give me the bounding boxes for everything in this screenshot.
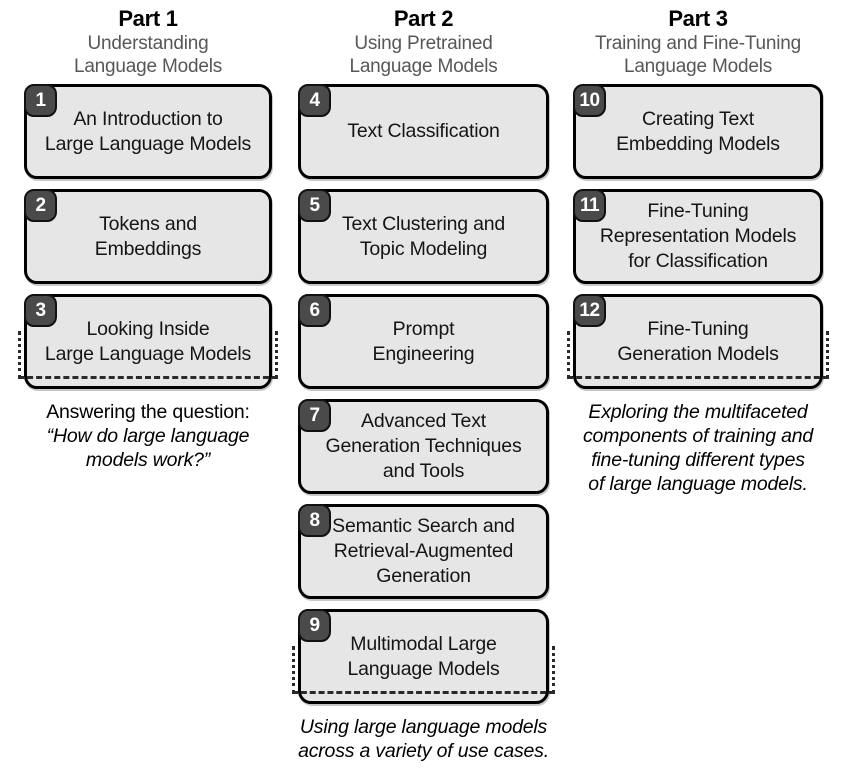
chapter-box-9[interactable]: 9 Multimodal Large Language Models — [298, 609, 549, 704]
chapter-number-badge-3: 3 — [24, 294, 57, 327]
chapter-number-badge-9: 9 — [298, 609, 331, 642]
part-caption-2-line-2: across a variety of use cases. — [298, 740, 549, 762]
chapter-title-8: Semantic Search and Retrieval-Augmented … — [332, 515, 515, 587]
chapter-box-4[interactable]: 4 Text Classification — [298, 84, 549, 179]
chapter-box-2[interactable]: 2 Tokens and Embeddings — [24, 189, 272, 284]
part-column-3: Part 3 Training and Fine-Tuning Language… — [567, 0, 829, 496]
part-caption-3: Exploring the multifaceted components of… — [573, 400, 823, 496]
chapter-title-5: Text Clustering and Topic Modeling — [341, 212, 506, 260]
chapter-title-9: Multimodal Large Language Models — [347, 632, 500, 680]
part-column-2: Part 2 Using Pretrained Language Models … — [292, 0, 555, 763]
part-caption-1: Answering the question: “How do large la… — [24, 400, 272, 472]
chapter-title-3: Looking Inside Large Language Models — [44, 317, 252, 365]
chapter-number-badge-10: 10 — [573, 84, 606, 117]
chapter-box-5[interactable]: 5 Text Clustering and Topic Modeling — [298, 189, 549, 284]
chapter-title-6: Prompt Engineering — [372, 317, 475, 365]
chapter-box-10[interactable]: 10 Creating Text Embedding Models — [573, 84, 823, 179]
chapter-box-7[interactable]: 7 Advanced Text Generation Techniques an… — [298, 399, 549, 494]
part-heading-3: Part 3 Training and Fine-Tuning Language… — [573, 0, 823, 78]
part-caption-1-line-2: “How do large language — [46, 425, 250, 447]
chapter-list-3: 10 Creating Text Embedding Models 11 Fin… — [567, 84, 829, 389]
part-caption-3-line-4: of large language models. — [588, 473, 808, 495]
part-subtitle-1-line-1: Understanding — [87, 33, 209, 54]
chapter-box-1[interactable]: 1 An Introduction to Large Language Mode… — [24, 84, 272, 179]
part-subtitle-2-line-2: Language Models — [349, 56, 498, 77]
part-caption-3-line-3: fine-tuning different types — [591, 449, 805, 471]
chapter-number-badge-5: 5 — [298, 189, 331, 222]
part-caption-2-line-1: Using large language models — [299, 716, 548, 738]
chapter-list-1: 1 An Introduction to Large Language Mode… — [18, 84, 278, 389]
chapter-list-2: 4 Text Classification 5 Text Clustering … — [292, 84, 555, 704]
chapter-number-badge-4: 4 — [298, 84, 331, 117]
part-column-1: Part 1 Understanding Language Models 1 A… — [18, 0, 278, 472]
part-heading-2: Part 2 Using Pretrained Language Models — [298, 0, 549, 78]
chapter-box-6[interactable]: 6 Prompt Engineering — [298, 294, 549, 389]
chapter-title-2: Tokens and Embeddings — [94, 212, 202, 260]
chapter-title-1: An Introduction to Large Language Models — [44, 107, 252, 155]
chapter-box-3[interactable]: 3 Looking Inside Large Language Models — [24, 294, 272, 389]
chapter-box-8[interactable]: 8 Semantic Search and Retrieval-Augmente… — [298, 504, 549, 599]
part-heading-1: Part 1 Understanding Language Models — [24, 0, 272, 78]
chapter-title-12: Fine-Tuning Generation Models — [617, 317, 779, 365]
chapter-number-badge-12: 12 — [573, 294, 606, 327]
chapter-number-badge-7: 7 — [298, 399, 331, 432]
chapter-box-11[interactable]: 11 Fine-Tuning Representation Models for… — [573, 189, 823, 284]
chapter-box-12[interactable]: 12 Fine-Tuning Generation Models — [573, 294, 823, 389]
part-subtitle-3-line-2: Language Models — [623, 56, 773, 77]
chapter-number-badge-2: 2 — [24, 189, 57, 222]
part-subtitle-2: Using Pretrained Language Models — [298, 32, 549, 78]
part-subtitle-3: Training and Fine-Tuning Language Models — [573, 32, 823, 78]
part-caption-2: Using large language models across a var… — [298, 715, 549, 763]
chapter-title-4: Text Classification — [347, 120, 500, 142]
chapter-number-badge-6: 6 — [298, 294, 331, 327]
part-subtitle-3-line-1: Training and Fine-Tuning — [594, 33, 802, 54]
part-caption-1-line-3: models work?” — [85, 449, 211, 471]
part-subtitle-1-line-2: Language Models — [73, 56, 223, 77]
part-caption-3-line-2: components of training and — [582, 425, 814, 447]
chapter-number-badge-8: 8 — [298, 504, 331, 537]
chapter-title-10: Creating Text Embedding Models — [616, 107, 780, 155]
chapter-title-11: Fine-Tuning Representation Models for Cl… — [599, 200, 797, 272]
part-subtitle-2-line-1: Using Pretrained — [354, 33, 493, 54]
part-title-3: Part 3 — [668, 6, 728, 31]
part-title-1: Part 1 — [118, 6, 178, 31]
chapter-number-badge-1: 1 — [24, 84, 57, 117]
part-caption-1-line-1: Answering the question: — [46, 401, 250, 423]
chapter-title-7: Advanced Text Generation Techniques and … — [325, 410, 522, 482]
part-title-2: Part 2 — [393, 6, 454, 31]
part-caption-3-line-1: Exploring the multifaceted — [588, 401, 808, 423]
chapter-number-badge-11: 11 — [573, 189, 606, 222]
part-subtitle-1: Understanding Language Models — [24, 32, 272, 78]
